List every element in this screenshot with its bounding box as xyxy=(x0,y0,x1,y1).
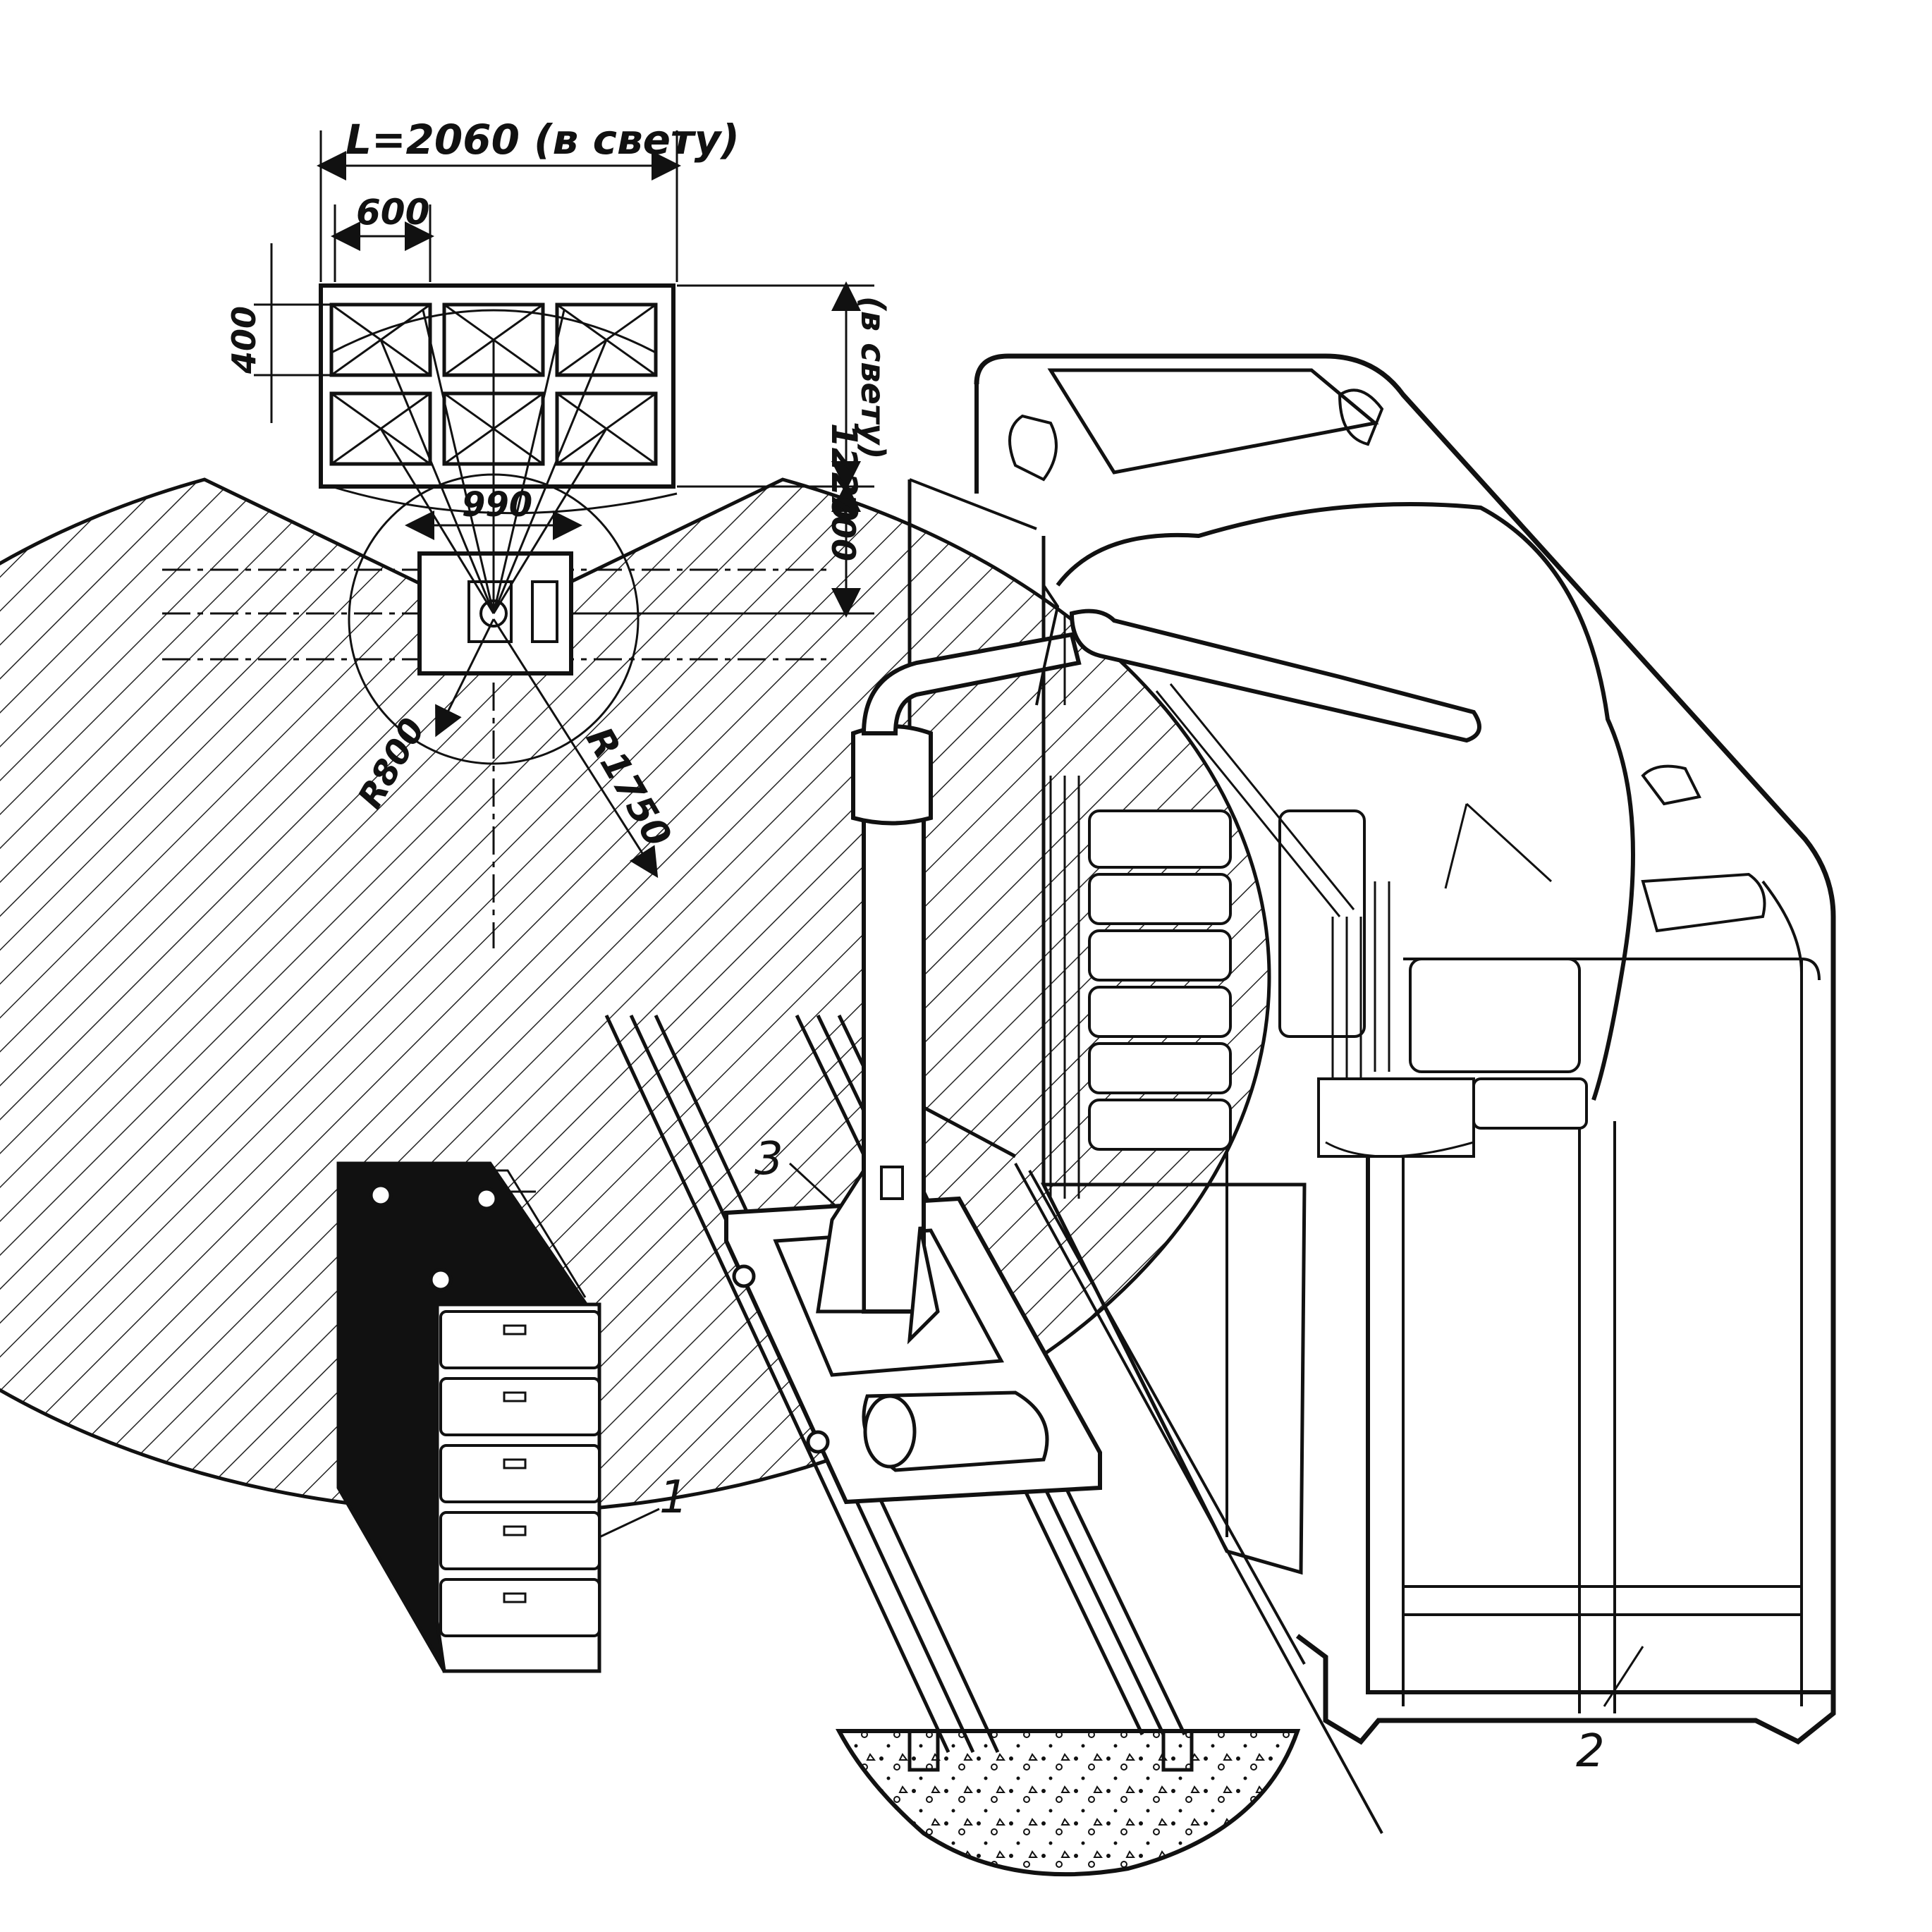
callout-2: 2 xyxy=(1576,1725,1605,1778)
concrete-foundation xyxy=(835,1729,1301,1877)
battery-block xyxy=(336,1161,601,1673)
crane-mast xyxy=(862,774,926,1314)
hanging-battery xyxy=(1317,1077,1475,1158)
battery-cabinet xyxy=(907,353,1836,1745)
battery-grid xyxy=(319,283,678,614)
depth-note-label: (в свету) xyxy=(854,296,892,459)
depth-dimension-label: 1220 xyxy=(824,423,864,521)
cell-height-label: 400 xyxy=(225,306,263,374)
cell-width-label: 600 xyxy=(356,192,429,233)
callout-3: 3 xyxy=(754,1133,783,1185)
crane-boom xyxy=(861,632,1082,735)
offset-700-label: 700 xyxy=(824,494,862,561)
jib-crane xyxy=(604,502,1635,1834)
callout-leaders xyxy=(599,1162,1644,1707)
span-dimension-label: L=2060 (в свету) xyxy=(346,116,740,164)
arc-990-label: 990 xyxy=(462,485,532,525)
callout-1: 1 xyxy=(659,1472,688,1524)
dimension-lines xyxy=(254,130,874,879)
